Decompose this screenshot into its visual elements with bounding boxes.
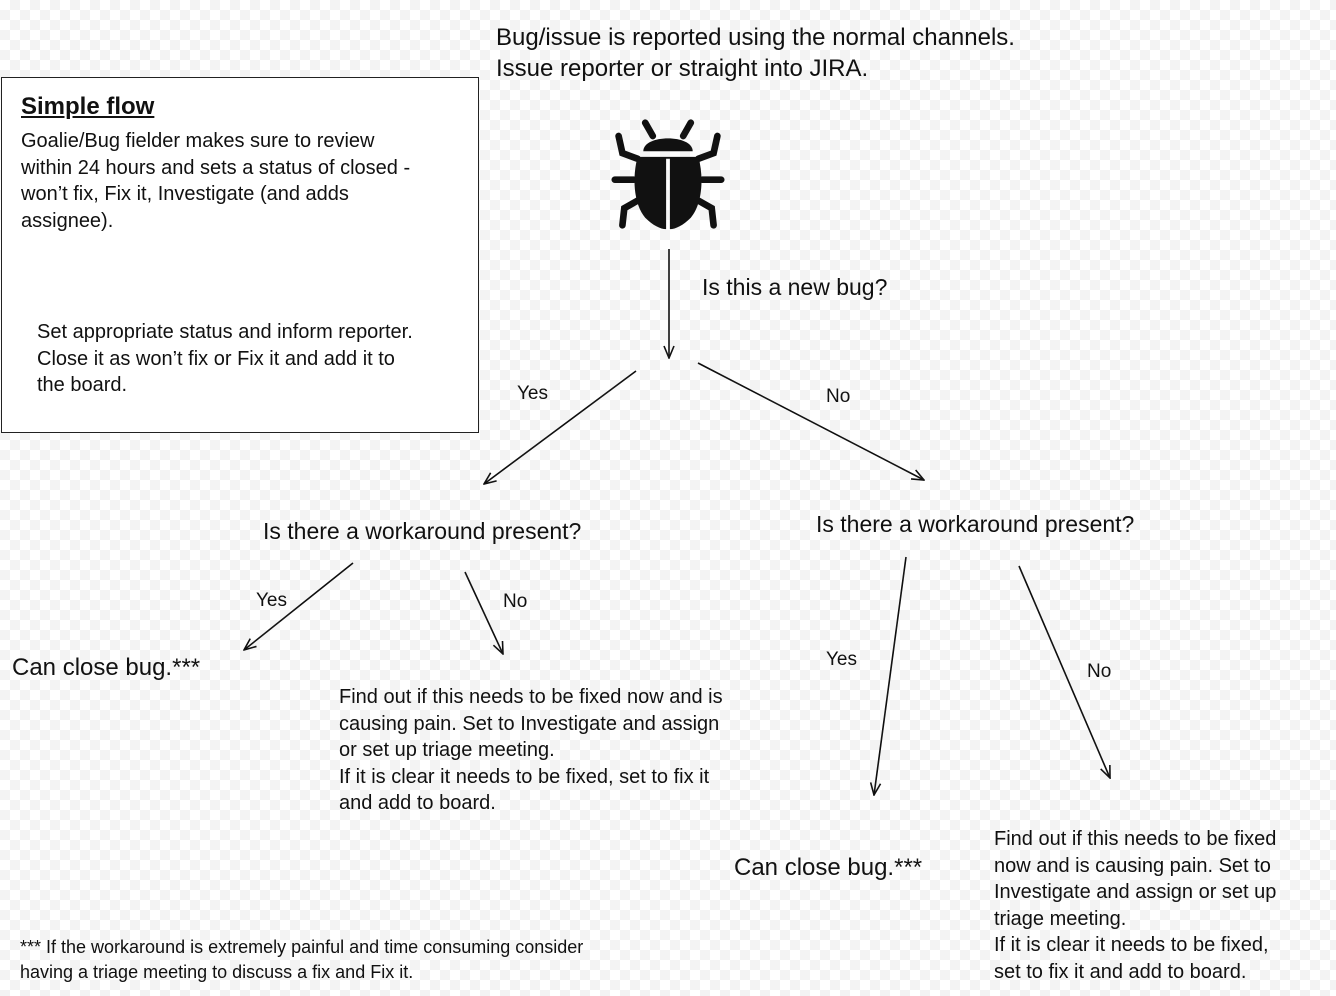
label-new-yes: Yes: [517, 383, 548, 404]
footnote: *** If the workaround is extremely painf…: [20, 937, 584, 982]
arrow-new-no: [697, 362, 924, 480]
arrow-left-yes: [244, 562, 354, 650]
label-left-no: No: [503, 591, 528, 612]
result-left-yes: Can close bug.***: [12, 654, 201, 681]
result-right-no: Find out if this needs to be fixed now a…: [994, 828, 1277, 983]
arrow-right-yes: [874, 556, 907, 795]
intro-text: Bug/issue is reported using the normal c…: [496, 24, 1015, 82]
simple-flow-text-2: Set appropriate status and inform report…: [37, 321, 413, 396]
arrow-right-no: [1018, 565, 1110, 778]
simple-flow-title: Simple flow: [21, 93, 155, 120]
question-workaround-left: Is there a workaround present?: [263, 518, 582, 544]
label-left-yes: Yes: [256, 590, 287, 611]
question-new-bug: Is this a new bug?: [702, 274, 888, 300]
label-right-no: No: [1087, 661, 1112, 682]
question-workaround-right: Is there a workaround present?: [816, 511, 1135, 537]
label-new-no: No: [826, 386, 851, 407]
result-right-yes: Can close bug.***: [734, 854, 923, 881]
bug-icon: [611, 119, 725, 230]
label-right-yes: Yes: [826, 649, 857, 670]
arrow-new-yes: [484, 370, 637, 484]
simple-flow-text-1: Goalie/Bug fielder makes sure to review …: [21, 130, 411, 232]
arrow-left-no: [464, 571, 503, 654]
simple-flow-box: Simple flow Goalie/Bug fielder makes sur…: [1, 77, 479, 433]
result-left-no: Find out if this needs to be fixed now a…: [339, 686, 723, 814]
